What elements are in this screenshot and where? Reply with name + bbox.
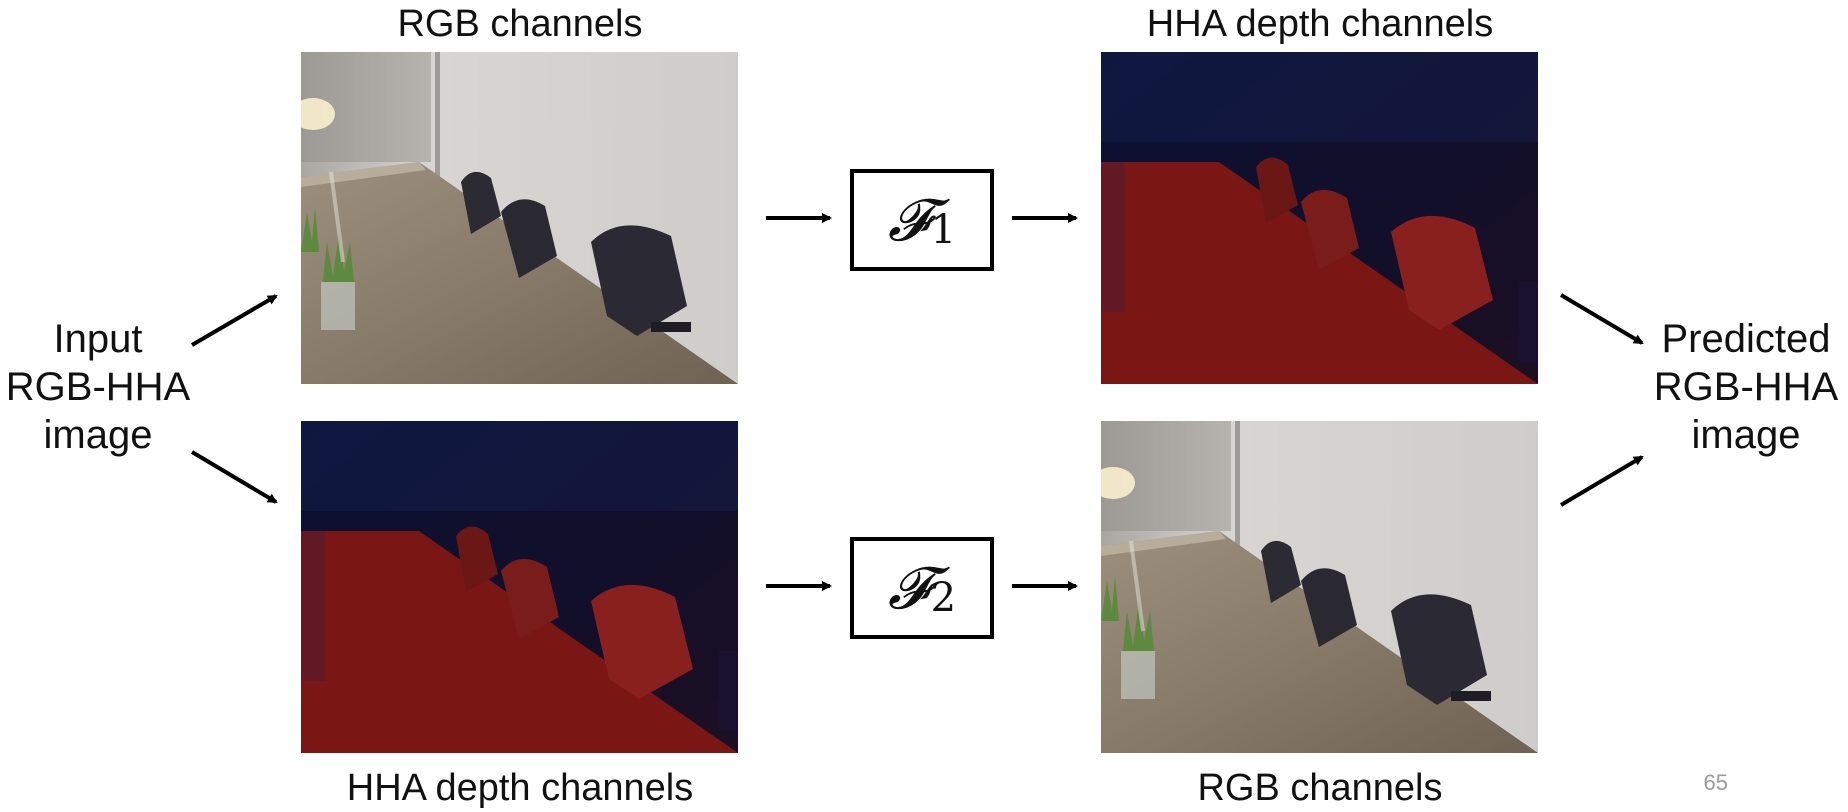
output-label-line1: Predicted — [1661, 317, 1831, 361]
input-label: Input RGB-HHA image — [0, 315, 196, 459]
label-rgb-top: RGB channels — [397, 3, 643, 45]
input-label-line2: RGB-HHA — [5, 365, 191, 409]
rgb-image-bottom — [1101, 421, 1538, 753]
output-label-line3: image — [1691, 413, 1801, 457]
output-label: Predicted RGB-HHA image — [1648, 315, 1844, 459]
f2-subscript: 2 — [930, 575, 957, 621]
f1-subscript: 1 — [930, 207, 957, 253]
page-number: 65 — [1703, 770, 1728, 795]
input-label-line3: image — [43, 413, 153, 457]
output-label-line2: RGB-HHA — [1653, 365, 1839, 409]
label-hha-top: HHA depth channels — [1146, 3, 1494, 45]
input-label-line1: Input — [53, 317, 143, 361]
arrow-input-to-rgb — [190, 294, 278, 347]
f1-symbol: 𝓕 — [887, 185, 931, 254]
hha-image-top — [1101, 52, 1538, 384]
label-hha-bottom: HHA depth channels — [346, 767, 694, 809]
f2-symbol: 𝓕 — [887, 553, 931, 622]
arrow-input-to-hha — [190, 450, 278, 504]
label-rgb-bottom: RGB channels — [1197, 767, 1443, 809]
rgb-image-top — [301, 52, 738, 384]
arrow-rgb-to-output — [1559, 455, 1644, 507]
hha-image-bottom — [301, 421, 738, 753]
arrow-hha-to-output — [1559, 293, 1644, 345]
